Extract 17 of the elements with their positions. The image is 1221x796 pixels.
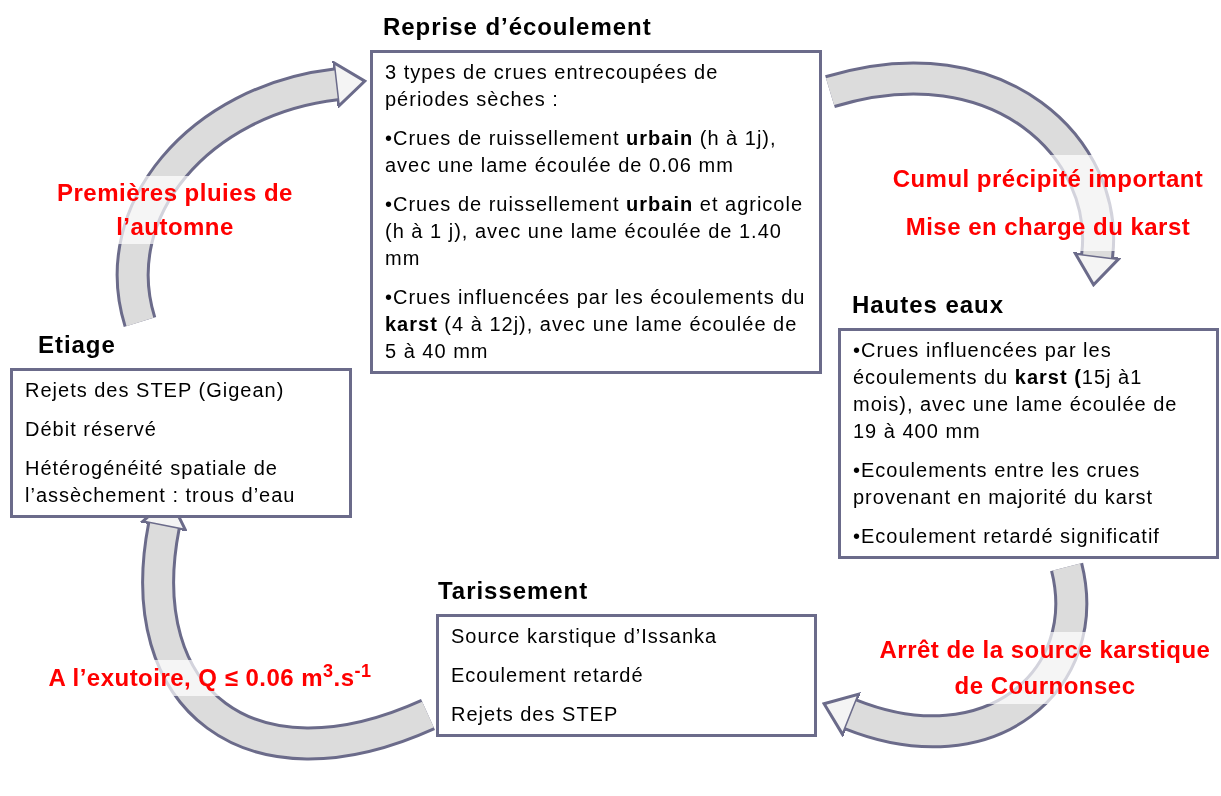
body-text: •Ecoulement retardé significatif <box>853 524 1161 549</box>
body-text: •Crues de ruissellement urbain (h à 1j), avec une lame écoulée de 0.06 mm <box>385 126 778 178</box>
body-text: Débit réservé <box>25 417 158 442</box>
body-text: •Crues de ruissellement urbain et agricole (h à 1 j), avec une lame écoulée de 1.40 mm <box>385 192 805 271</box>
body-text: •Crues influencées par les écoulements du karst (4 à 12j), avec une lame écoulée de 5 à 40 mm <box>385 285 807 364</box>
section-heading: Tarissement <box>437 576 590 606</box>
body-text: Ecoulement retardé <box>451 663 645 688</box>
body-text: •Ecoulements entre les crues provenant en majorité du karst <box>853 458 1155 510</box>
body-text: Rejets des STEP <box>451 702 620 727</box>
section-heading: Hautes eaux <box>851 290 1005 320</box>
body-text: •Crues influencées par les écoulements du karst (15j à1 mois), avec une lame écoulée de 19 à 400 mm <box>853 338 1179 444</box>
body-text: Hétérogénéité spatiale de l’assèchement : trous d’eau <box>25 456 297 508</box>
section-heading: Etiage <box>37 330 117 360</box>
body-text: 3 types de crues entrecoupées de périodes sèches : <box>385 60 720 112</box>
body-text: Source karstique d’Issanka <box>451 624 719 649</box>
section-heading: Reprise d’écoulement <box>382 12 653 42</box>
body-text: Rejets des STEP (Gigean) <box>25 378 286 403</box>
